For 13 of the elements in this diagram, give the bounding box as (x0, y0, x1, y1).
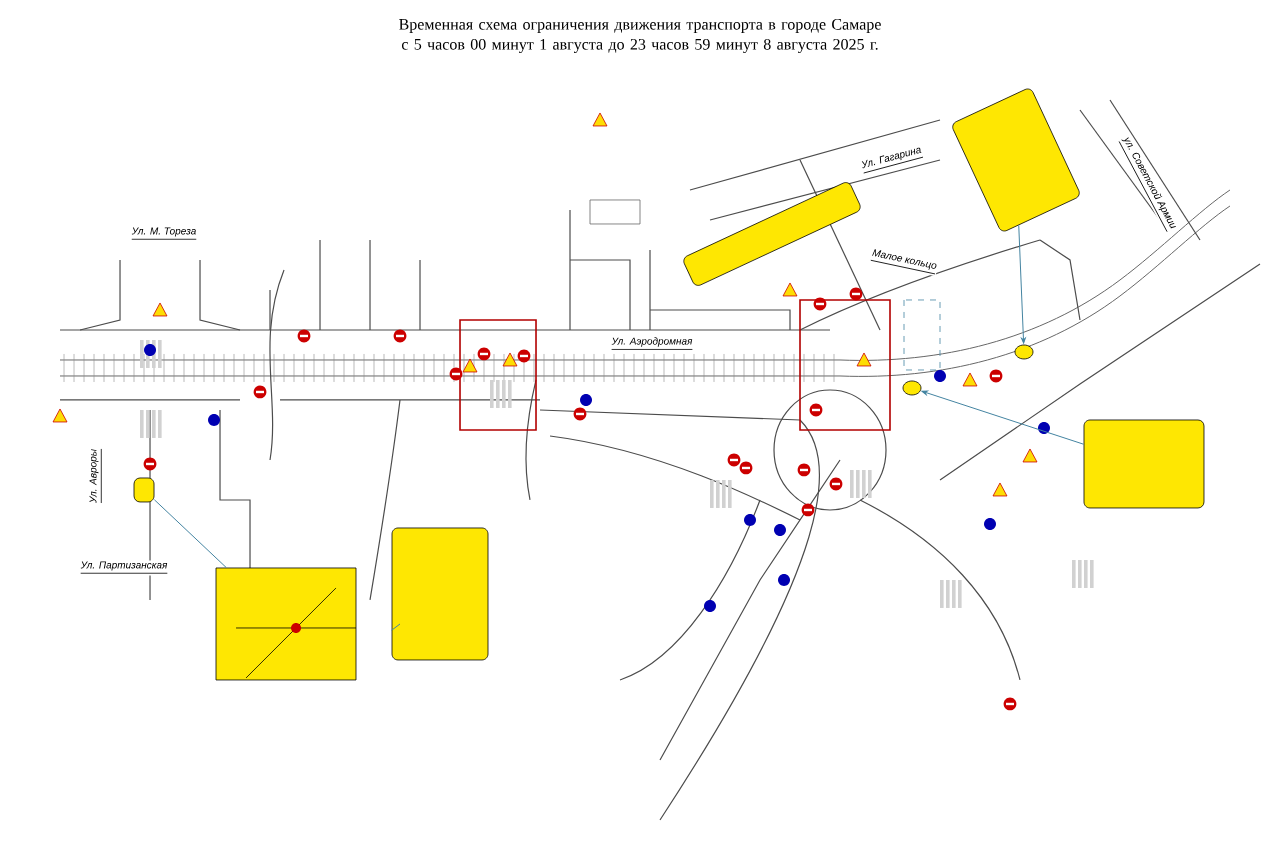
notice-box (391, 527, 489, 661)
leader-line (391, 623, 401, 631)
leader-line (921, 390, 1085, 445)
inset-map (215, 567, 357, 681)
notice-box (1083, 419, 1205, 509)
marker-sign (902, 380, 922, 396)
notice-box (952, 88, 1080, 232)
title: Временная схема ограничения движения транспорта в городе Самаре с 5 часов 00 минут 1 августа до 23 часов 59 минут 8 августа 2025 г. (399, 18, 881, 53)
leader-line (1018, 224, 1026, 344)
leader-line (153, 499, 227, 569)
marker-sign (1014, 344, 1034, 360)
notice-box (133, 477, 155, 503)
notice-box (683, 182, 861, 286)
